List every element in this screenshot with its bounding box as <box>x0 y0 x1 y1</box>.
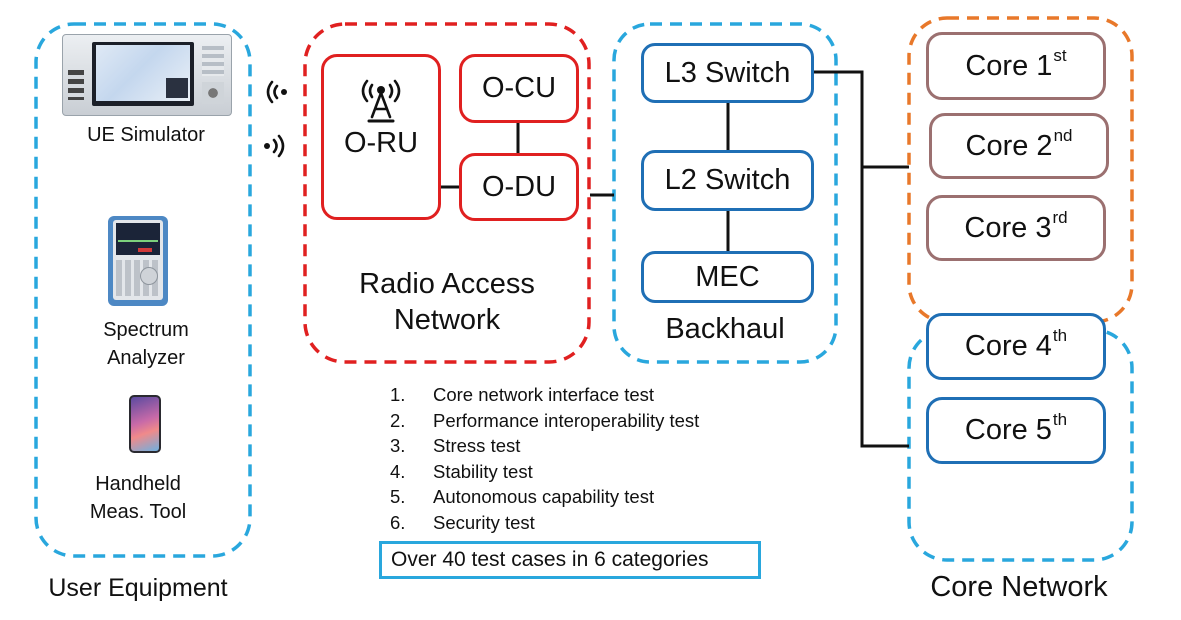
odu-box[interactable]: O-DU <box>459 153 579 221</box>
core-5-label: Core 5th <box>964 410 1068 446</box>
core-1-box[interactable]: Core 1st <box>926 32 1106 100</box>
link-l3-core-trunk <box>814 70 909 448</box>
l2-switch-label: L2 Switch <box>664 164 791 196</box>
ran-group-label: Radio Access Network <box>305 266 589 338</box>
ran-group-label-line2: Network <box>393 304 501 336</box>
core-network-group-label: Core Network <box>930 571 1108 603</box>
oru-label: O-RU <box>343 127 419 159</box>
l3-switch-box[interactable]: L3 Switch <box>641 43 814 103</box>
core-2-label: Core 2nd <box>965 125 1073 162</box>
spectrum-analyzer-label-line2: Analyzer <box>107 347 185 369</box>
ue-simulator-image <box>62 30 232 118</box>
handheld-tool-label: Handheld Meas. Tool <box>50 470 226 526</box>
ue-simulator-label: UE Simulator <box>87 124 205 146</box>
core-4-label: Core 4th <box>964 326 1068 362</box>
mec-label: MEC <box>695 260 760 293</box>
user-equipment-group-label: User Equipment <box>48 574 228 602</box>
test-item: 4.Stability test <box>390 460 533 482</box>
ran-group-label-line1: Radio Access <box>359 268 535 300</box>
antenna-tower-icon <box>361 79 401 123</box>
test-item: 1.Core network interface test <box>390 384 655 405</box>
spectrum-analyzer-image <box>108 212 168 306</box>
mec-box[interactable]: MEC <box>641 251 814 303</box>
core-4-box[interactable]: Core 4th <box>926 313 1106 380</box>
smartphone-image <box>129 395 161 453</box>
user-equipment-group-outline <box>34 22 252 558</box>
spectrum-analyzer-label-line1: Spectrum <box>103 319 189 341</box>
core-5-box[interactable]: Core 5th <box>926 397 1106 464</box>
core-2-box[interactable]: Core 2nd <box>929 113 1109 179</box>
test-category-list: 1.Core network interface test 2.Performa… <box>390 382 699 535</box>
ran-group-outline <box>303 22 591 364</box>
test-item: 3.Stress test <box>390 435 521 456</box>
handheld-tool-label-line2: Meas. Tool <box>89 501 187 523</box>
ocu-label: O-CU <box>481 72 557 104</box>
handheld-tool-label-line1: Handheld <box>95 473 181 495</box>
ocu-box[interactable]: O-CU <box>459 54 579 123</box>
test-summary-box: Over 40 test cases in 6 categories <box>379 541 761 579</box>
test-item: 2.Performance interoperability test <box>390 409 700 431</box>
core-3-label: Core 3rd <box>964 207 1068 244</box>
core-3-box[interactable]: Core 3rd <box>926 195 1106 261</box>
test-item: 6.Security test <box>390 511 535 533</box>
wifi-transmit-icon <box>260 132 290 165</box>
l3-switch-label: L3 Switch <box>664 56 791 89</box>
wifi-receive-icon <box>262 78 292 113</box>
core-1-label: Core 1st <box>965 45 1067 82</box>
oru-box[interactable]: O-RU <box>321 54 441 220</box>
backhaul-group-label: Backhaul <box>665 313 785 345</box>
l2-switch-box[interactable]: L2 Switch <box>641 150 814 211</box>
test-item: 5.Autonomous capability test <box>390 486 655 507</box>
backhaul-group-outline <box>612 22 838 364</box>
spectrum-analyzer-label: Spectrum Analyzer <box>58 316 234 372</box>
odu-label: O-DU <box>481 170 557 203</box>
